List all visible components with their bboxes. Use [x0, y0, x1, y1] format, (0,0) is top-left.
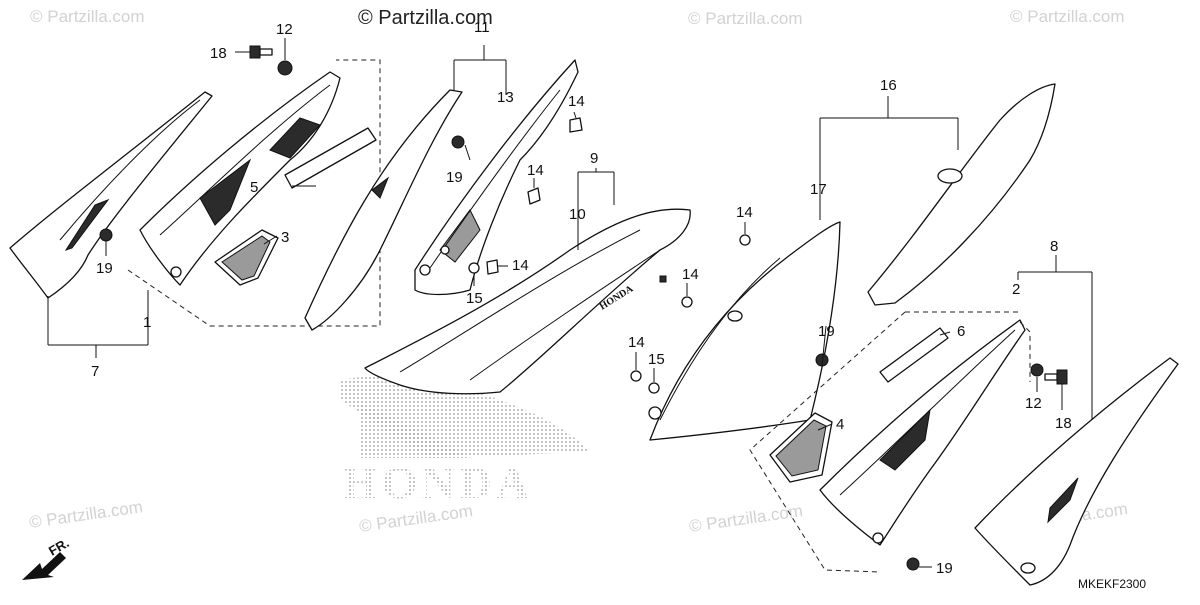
watermark: © Partzilla.com	[28, 497, 144, 532]
bracket-2	[749, 311, 906, 573]
clip-part-14	[630, 370, 642, 382]
clip-part-14	[527, 187, 541, 205]
clip-part-14	[569, 117, 583, 133]
diagram-code: MKEKF2300	[1078, 577, 1146, 591]
callout-19-a[interactable]: 19	[96, 260, 113, 277]
bracket-2-top	[1019, 321, 1031, 382]
callout-14-c[interactable]: 14	[512, 257, 529, 274]
clip-part-14	[681, 296, 693, 308]
collar-part-12-right	[1030, 363, 1044, 377]
callout-16[interactable]: 16	[880, 77, 897, 94]
bracket-1	[127, 59, 381, 327]
callout-14-b[interactable]: 14	[527, 162, 544, 179]
callout-14-a[interactable]: 14	[568, 93, 585, 110]
callout-4[interactable]: 4	[836, 416, 844, 433]
watermark-top: © Partzilla.com	[358, 7, 493, 29]
plate-part-4-fill	[775, 419, 827, 477]
shroud-left-outer	[9, 91, 213, 299]
clip-part-14	[486, 259, 499, 275]
callout-7[interactable]: 7	[91, 363, 99, 380]
callouts: 1 2 3 4 5 6 7 8 9 10 11 12 12 13 14 14 1…	[91, 19, 1072, 577]
callout-8[interactable]: 8	[1050, 238, 1058, 255]
side-cover-part-17	[648, 221, 841, 441]
callout-15-b[interactable]: 15	[648, 351, 665, 368]
shroud-left-inner	[139, 71, 341, 286]
side-cover-part-11	[304, 89, 463, 331]
front-direction-marker: FR.	[22, 535, 72, 580]
callout-12-left[interactable]: 12	[276, 21, 293, 38]
watermark: © Partzilla.com	[1010, 7, 1125, 26]
callout-19-b[interactable]: 19	[446, 169, 463, 186]
bolt-part-19-center	[451, 135, 465, 149]
callout-11[interactable]: 11	[474, 19, 490, 36]
callout-14-f[interactable]: 14	[628, 334, 645, 351]
callout-19-c[interactable]: 19	[818, 323, 835, 340]
front-marker-label: FR.	[46, 535, 72, 558]
bolt-part-19-bottom	[906, 557, 920, 571]
plate-part-3-fill	[221, 235, 271, 281]
seat-part-9: HONDA	[364, 208, 691, 395]
number-plate-part-16	[867, 83, 1056, 306]
bolt-part-19-left	[99, 228, 113, 242]
leader-lines	[47, 38, 1093, 568]
shroud-right-outer	[974, 357, 1179, 586]
callout-19-d[interactable]: 19	[936, 560, 953, 577]
honda-wing-logo: HONDA	[340, 376, 590, 508]
callout-18-left[interactable]: 18	[210, 45, 227, 62]
callout-5[interactable]: 5	[250, 179, 258, 196]
callout-9[interactable]: 9	[590, 150, 598, 167]
callout-14-d[interactable]: 14	[736, 204, 753, 221]
watermark: © Partzilla.com	[30, 7, 145, 26]
callout-6[interactable]: 6	[957, 323, 965, 340]
front-arrow-icon	[22, 552, 66, 580]
callout-17[interactable]: 17	[810, 181, 827, 198]
side-cover-part-13	[414, 59, 579, 296]
seat-hook	[659, 275, 667, 283]
callout-12-right[interactable]: 12	[1025, 395, 1042, 412]
washer-part-15	[648, 382, 660, 394]
clip-part-14	[739, 234, 751, 246]
callout-3[interactable]: 3	[281, 229, 289, 246]
callout-2[interactable]: 2	[1012, 281, 1020, 298]
collar-part-12-left	[277, 60, 293, 76]
brand-text: HONDA	[342, 457, 533, 508]
watermark: © Partzilla.com	[688, 9, 803, 28]
callout-1[interactable]: 1	[143, 314, 151, 331]
callout-18-right[interactable]: 18	[1055, 415, 1072, 432]
callout-15-a[interactable]: 15	[466, 290, 483, 307]
shroud-right-inner	[819, 319, 1026, 546]
pad-part-6	[879, 327, 949, 383]
bolt-part-18-left	[235, 45, 273, 59]
callout-14-e[interactable]: 14	[682, 266, 699, 283]
watermark: © Partzilla.com	[688, 501, 804, 536]
callout-10[interactable]: 10	[569, 206, 586, 223]
bolt-part-18-right	[1044, 369, 1068, 385]
pad-part-5	[284, 127, 377, 189]
washer-part-15	[468, 262, 480, 274]
callout-13[interactable]: 13	[497, 89, 514, 106]
